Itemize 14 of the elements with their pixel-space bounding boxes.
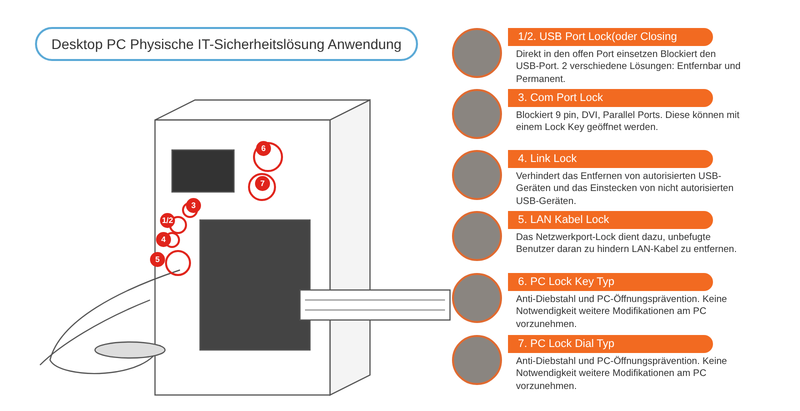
- feature-heading: 7. PC Lock Dial Typ: [508, 335, 713, 353]
- feature-heading: 3. Com Port Lock: [508, 89, 713, 107]
- feature-heading: 4. Link Lock: [508, 150, 713, 168]
- feature-description: Verhindert das Entfernen von autorisierten USB-Geräten und das Einstecken von nicht autorisierten USB-Geräten.: [516, 171, 735, 208]
- feature-description: Anti-Diebstahl und PC-Öffnungsprävention. Keine Notwendigkeit weitere Modifikationen am PC vorzunehmen.: [516, 294, 728, 331]
- feature-description: Blockiert 9 pin, DVI, Parallel Ports. Diese können mit einem Lock Key geöffnet werden.: [516, 110, 740, 135]
- feature-description: Das Netzwerkport-Lock dient dazu, unbefugte Benutzer daran zu hindern LAN-Kabel zu entfernen.: [516, 232, 738, 257]
- feature-heading: 1/2. USB Port Lock(oder Closing: [508, 28, 713, 46]
- feature-heading: 5. LAN Kabel Lock: [508, 211, 713, 229]
- feature-heading: 6. PC Lock Key Typ: [508, 273, 713, 291]
- feature-description: Direkt in den offen Port einsetzen Blockiert den USB-Port. 2 verschiedene Lösungen: Entfernbar und Permanent.: [516, 49, 741, 86]
- title: Desktop PC Physische IT-Sicherheitslösung Anwendung: [35, 27, 418, 61]
- feature-description: Anti-Diebstahl und PC-Öffnungsprävention. Keine Notwendigkeit weitere Modifikationen am PC vorzunehmen.: [516, 356, 728, 393]
- callout-number: 5: [150, 252, 165, 267]
